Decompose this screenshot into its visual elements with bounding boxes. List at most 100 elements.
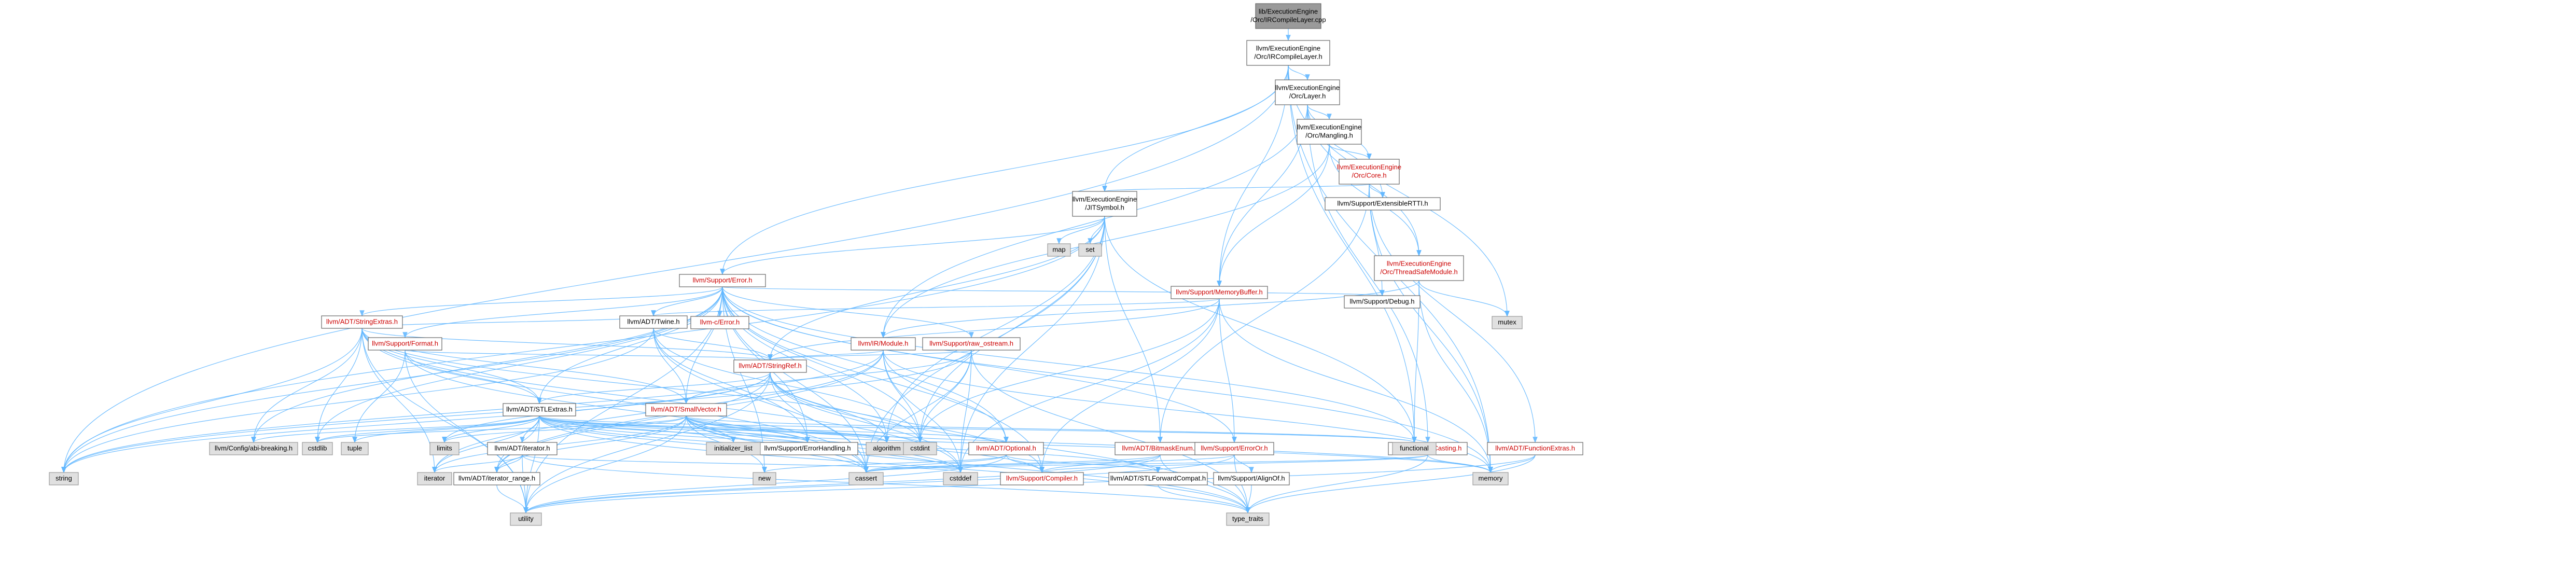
node-cstdlib-box — [302, 442, 333, 455]
edge-error-to-rawostream — [722, 286, 974, 339]
node-optional-box — [968, 442, 1044, 455]
node-core[interactable]: llvm/ExecutionEngine/Orc/Core.h — [1337, 159, 1401, 185]
node-memory-label: memory — [1479, 474, 1503, 482]
edge-optional-to-cassert — [864, 454, 1007, 474]
node-limits[interactable]: limits — [429, 442, 459, 455]
edge-bitmaskenum-to-utility — [523, 454, 1161, 514]
node-new[interactable]: new — [753, 472, 776, 485]
node-cstdint-box — [903, 442, 937, 455]
node-smallvector[interactable]: llvm/ADT/SmallVector.h — [645, 403, 727, 416]
node-rawostream[interactable]: llvm/Support/raw_ostream.h — [922, 337, 1021, 351]
edge-core-to-jitsym — [1102, 184, 1370, 192]
node-memorybuffer-label: llvm/Support/MemoryBuffer.h — [1176, 288, 1262, 296]
node-functionextras[interactable]: llvm/ADT/FunctionExtras.h — [1487, 442, 1583, 455]
node-ircl[interactable]: llvm/ExecutionEngine/Orc/IRCompileLayer.… — [1246, 40, 1330, 66]
node-algorithm[interactable]: algorithm — [866, 442, 908, 455]
node-configabi-box — [209, 442, 298, 455]
node-set[interactable]: set — [1078, 243, 1102, 257]
node-format[interactable]: llvm/Support/Format.h — [368, 337, 442, 351]
node-erroror[interactable]: llvm/Support/ErrorOr.h — [1194, 442, 1274, 455]
edge-layer-to-mangling — [1307, 104, 1332, 120]
edge-stlextras-to-typetraits — [539, 415, 1250, 514]
node-iterrange-box — [453, 472, 540, 485]
edge-ircl-to-memorybuffer — [1217, 65, 1289, 287]
node-optional[interactable]: llvm/ADT/Optional.h — [968, 442, 1044, 455]
node-new-box — [753, 472, 776, 485]
node-core-box — [1339, 159, 1400, 185]
node-mutex[interactable]: mutex — [1492, 316, 1523, 329]
node-iterrange[interactable]: llvm/ADT/iterator_range.h — [453, 472, 540, 485]
node-iterator-box — [417, 472, 452, 485]
node-bitmaskenum[interactable]: llvm/ADT/BitmaskEnum.h — [1115, 442, 1206, 455]
node-stlextras[interactable]: llvm/ADT/STLExtras.h — [503, 403, 576, 416]
node-mutex-box — [1492, 316, 1523, 329]
edge-core-to-memory — [1369, 184, 1493, 474]
node-tsm-box — [1374, 255, 1464, 281]
node-initlist[interactable]: initializer_list — [706, 442, 761, 455]
node-cerror[interactable]: llvm-c/Error.h — [690, 316, 749, 329]
node-ircl-label: /Orc/IRCompileLayer.h — [1254, 52, 1322, 60]
edge-tsm-to-memory — [1418, 280, 1493, 474]
edge-mangling-to-irmodule — [881, 144, 1330, 339]
node-debug[interactable]: llvm/Support/Debug.h — [1344, 295, 1421, 309]
node-memory[interactable]: memory — [1472, 472, 1509, 485]
node-errorhandling-box — [757, 442, 858, 455]
edge-irmodule-to-string — [61, 350, 884, 474]
node-errorhandling[interactable]: llvm/Support/ErrorHandling.h — [757, 442, 858, 455]
node-errorhandling-label: llvm/Support/ErrorHandling.h — [764, 444, 851, 452]
node-irmodule[interactable]: llvm/IR/Module.h — [851, 337, 916, 351]
node-functional-label: functional — [1400, 444, 1429, 452]
node-layer[interactable]: llvm/ExecutionEngine/Orc/Layer.h — [1275, 79, 1340, 105]
node-alignof[interactable]: llvm/Support/AlignOf.h — [1213, 472, 1290, 485]
node-mutex-label: mutex — [1498, 318, 1516, 326]
edge-jitsym-to-bitmaskenum — [1104, 216, 1163, 443]
node-cstddef[interactable]: cstddef — [943, 472, 978, 485]
edge-stringref-to-string — [61, 372, 771, 474]
edge-error-to-cstdlib — [315, 286, 723, 443]
edge-stringextras-to-twine — [361, 315, 656, 329]
node-stringref[interactable]: llvm/ADT/StringRef.h — [733, 359, 807, 373]
node-cstdint[interactable]: cstdint — [903, 442, 937, 455]
node-functional[interactable]: functional — [1392, 442, 1437, 455]
node-memorybuffer[interactable]: llvm/Support/MemoryBuffer.h — [1171, 286, 1268, 299]
node-cstdlib[interactable]: cstdlib — [302, 442, 333, 455]
node-limits-label: limits — [437, 444, 452, 452]
node-configabi[interactable]: llvm/Config/abi-breaking.h — [209, 442, 298, 455]
node-utility-box — [510, 512, 542, 526]
node-cassert[interactable]: cassert — [848, 472, 884, 485]
node-twine[interactable]: llvm/ADT/Twine.h — [619, 315, 688, 329]
node-string[interactable]: string — [49, 472, 79, 485]
node-ircl-label: llvm/ExecutionEngine — [1256, 44, 1320, 52]
node-tuple-box — [341, 442, 369, 455]
node-tuple[interactable]: tuple — [341, 442, 369, 455]
edge-memorybuffer-to-compiler — [1039, 298, 1220, 474]
node-adtiterator-box — [487, 442, 558, 455]
edge-optional-to-new — [762, 454, 1007, 474]
node-adtiterator[interactable]: llvm/ADT/iterator.h — [487, 442, 558, 455]
node-root[interactable]: lib/ExecutionEngine/Orc/IRCompileLayer.c… — [1250, 3, 1326, 29]
node-stringextras[interactable]: llvm/ADT/StringExtras.h — [321, 315, 403, 329]
edge-error-to-format — [402, 286, 723, 339]
node-mangling[interactable]: llvm/ExecutionEngine/Orc/Mangling.h — [1297, 119, 1362, 145]
node-stlfwd-label: llvm/ADT/STLForwardCompat.h — [1110, 474, 1206, 482]
node-stlfwd[interactable]: llvm/ADT/STLForwardCompat.h — [1108, 472, 1208, 485]
node-stringref-label: llvm/ADT/StringRef.h — [739, 362, 801, 369]
node-bitmaskenum-label: llvm/ADT/BitmaskEnum.h — [1122, 444, 1198, 452]
node-iterator[interactable]: iterator — [417, 472, 452, 485]
node-map-label: map — [1052, 245, 1065, 253]
node-typetraits-label: type_traits — [1232, 515, 1263, 522]
edge-format-to-stringref — [405, 350, 772, 361]
node-tsm-label: llvm/ExecutionEngine — [1387, 259, 1451, 267]
node-error[interactable]: llvm/Support/Error.h — [679, 274, 766, 287]
node-compiler[interactable]: llvm/Support/Compiler.h — [1000, 472, 1084, 485]
node-error-label: llvm/Support/Error.h — [693, 276, 753, 284]
node-map[interactable]: map — [1047, 243, 1071, 257]
node-utility[interactable]: utility — [510, 512, 542, 526]
node-extrtti[interactable]: llvm/Support/ExtensibleRTTI.h — [1325, 197, 1441, 211]
node-typetraits[interactable]: type_traits — [1226, 512, 1270, 526]
edge-error-to-stlextras — [537, 286, 723, 405]
node-root-label: /Orc/IRCompileLayer.cpp — [1250, 16, 1326, 23]
edge-error-to-stringextras — [359, 286, 723, 317]
node-tsm[interactable]: llvm/ExecutionEngine/Orc/ThreadSafeModul… — [1374, 255, 1464, 281]
node-jitsym[interactable]: llvm/ExecutionEngine/JITSymbol.h — [1072, 191, 1137, 217]
